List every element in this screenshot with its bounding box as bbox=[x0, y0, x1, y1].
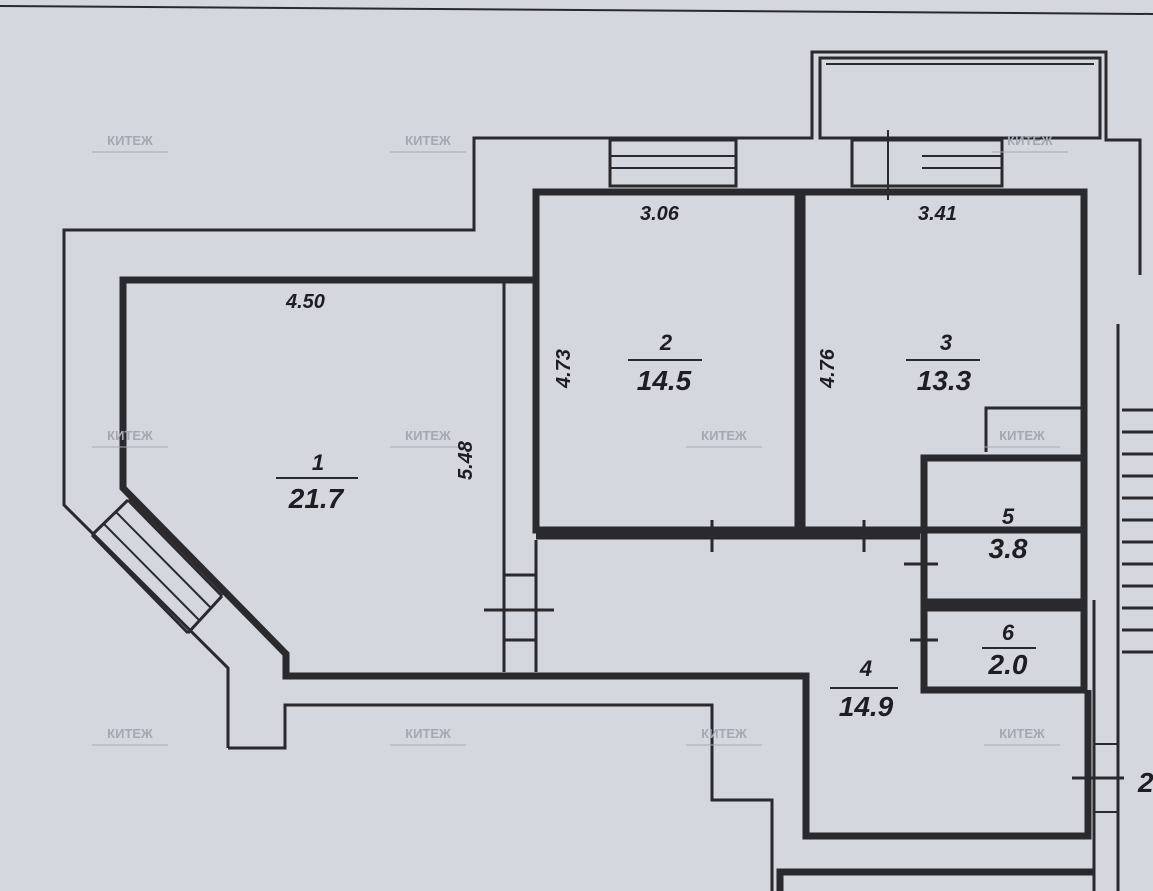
watermark-text: КИТЕЖ bbox=[107, 428, 153, 443]
room-4-area: 14.9 bbox=[839, 691, 894, 722]
edge-fragment-label: 2 bbox=[1137, 767, 1153, 798]
room-5-wall bbox=[920, 454, 1088, 606]
watermark-text: КИТЕЖ bbox=[107, 726, 153, 741]
room-3-width-label: 3.41 bbox=[918, 203, 957, 225]
room-2-width-label: 3.06 bbox=[640, 203, 680, 225]
watermark-text: КИТЕЖ bbox=[1007, 133, 1053, 148]
outer-wall-bottom bbox=[262, 703, 774, 891]
room-1-depth-label: 5.48 bbox=[455, 440, 477, 480]
room-5-number: 5 bbox=[1002, 504, 1015, 529]
room-6-number: 6 bbox=[1002, 620, 1015, 645]
room-1-wall bbox=[119, 276, 1092, 840]
room-2-depth-label: 4.73 bbox=[553, 349, 575, 389]
balcony bbox=[818, 56, 1102, 140]
watermark-text: КИТЕЖ bbox=[999, 428, 1045, 443]
window-angled bbox=[90, 498, 224, 635]
room-1-width-label: 4.50 bbox=[285, 291, 325, 313]
room-4-number: 4 bbox=[859, 656, 872, 681]
bottom-wall bbox=[776, 868, 1094, 891]
outer-wall bbox=[62, 50, 1142, 748]
watermark-text: КИТЕЖ bbox=[405, 428, 451, 443]
watermark-layer: КИТЕЖ КИТЕЖ КИТЕЖ КИТЕЖ КИТЕЖ КИТЕЖ КИТЕЖ КИТЕЖ… bbox=[92, 133, 1068, 746]
room-3-area: 13.3 bbox=[917, 365, 972, 396]
room-1-area: 21.7 bbox=[288, 483, 345, 514]
niche-wall bbox=[984, 406, 1082, 452]
watermark-text: КИТЕЖ bbox=[405, 133, 451, 148]
watermark-text: КИТЕЖ bbox=[999, 726, 1045, 741]
room-1-number: 1 bbox=[312, 450, 324, 475]
room-2-number: 2 bbox=[659, 330, 673, 355]
room-3-number: 3 bbox=[940, 330, 952, 355]
window-room-2 bbox=[608, 138, 738, 188]
room-6-wall bbox=[920, 604, 1088, 694]
watermark-text: КИТЕЖ bbox=[701, 726, 747, 741]
watermark-text: КИТЕЖ bbox=[405, 726, 451, 741]
stairs bbox=[1122, 408, 1153, 654]
scan-edge-line bbox=[0, 5, 1153, 15]
room-2-wall bbox=[532, 188, 802, 534]
room-2-area: 14.5 bbox=[637, 365, 692, 396]
room-5-area: 3.8 bbox=[989, 533, 1028, 564]
watermark-text: КИТЕЖ bbox=[701, 428, 747, 443]
watermark-text: КИТЕЖ bbox=[107, 133, 153, 148]
room-6-area: 2.0 bbox=[988, 649, 1028, 680]
room-3-wall bbox=[798, 188, 1088, 534]
window-room-3 bbox=[850, 130, 1004, 200]
room-3-depth-label: 4.76 bbox=[817, 348, 839, 389]
